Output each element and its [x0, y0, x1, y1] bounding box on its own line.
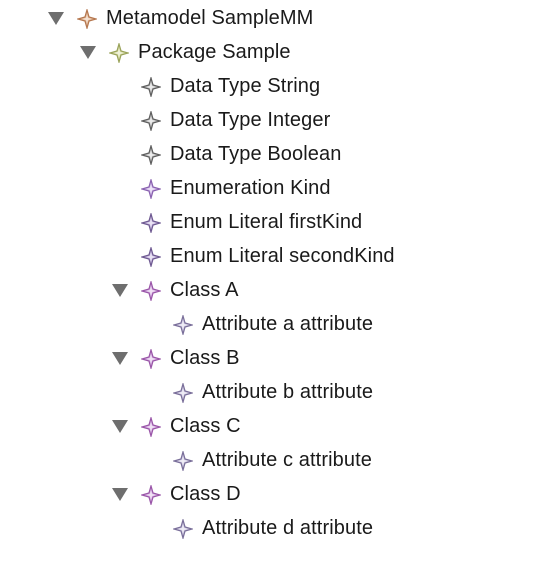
tree-node-label: Enum Literal secondKind [170, 245, 395, 267]
tree-node-label: Package Sample [138, 41, 291, 63]
tree-node-label: Attribute a attribute [202, 313, 374, 335]
expand-triangle-icon[interactable] [112, 420, 128, 433]
tree-node-label: Enum Literal firstKind [170, 211, 363, 233]
datatype-icon [141, 145, 161, 165]
class-icon [141, 281, 161, 301]
tree-node-label: Data Type Integer [170, 109, 331, 131]
tree-node-label: Class C [170, 415, 241, 437]
tree-node-label: Attribute b attribute [202, 381, 374, 403]
expand-triangle-icon[interactable] [112, 488, 128, 501]
tree-node-label: Attribute d attribute [202, 517, 374, 539]
expand-triangle-icon[interactable] [48, 12, 64, 25]
class-icon [141, 485, 161, 505]
class-icon [141, 417, 161, 437]
tree-node-label: Class A [170, 279, 239, 301]
tree-node-label: Metamodel SampleMM [106, 7, 314, 29]
datatype-icon [141, 77, 161, 97]
attribute-icon [173, 383, 193, 403]
tree-node-label: Class B [170, 347, 240, 369]
tree-node-label: Data Type String [170, 75, 321, 97]
tree-node-label: Attribute c attribute [202, 449, 372, 471]
class-icon [141, 349, 161, 369]
enum-literal-icon [141, 213, 161, 233]
metamodel-icon [77, 9, 97, 29]
attribute-icon [173, 451, 193, 471]
attribute-icon [173, 315, 193, 335]
enumeration-icon [141, 179, 161, 199]
enum-literal-icon [141, 247, 161, 267]
tree-node-label: Class D [170, 483, 241, 505]
expand-triangle-icon[interactable] [112, 352, 128, 365]
expand-triangle-icon[interactable] [80, 46, 96, 59]
tree-node-label: Data Type Boolean [170, 143, 342, 165]
expand-triangle-icon[interactable] [112, 284, 128, 297]
package-icon [109, 43, 129, 63]
attribute-icon [173, 519, 193, 539]
tree-node-label: Enumeration Kind [170, 177, 331, 199]
datatype-icon [141, 111, 161, 131]
